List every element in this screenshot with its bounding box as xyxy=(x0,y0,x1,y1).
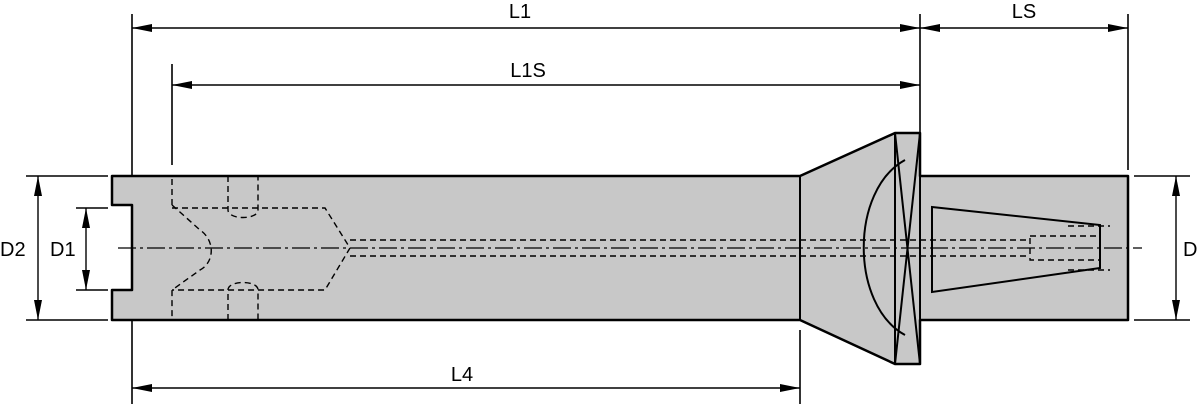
dim-l1-arrow-right xyxy=(900,24,920,32)
dim-d2-arrow-top xyxy=(34,176,42,196)
label-l4: L4 xyxy=(451,364,473,386)
dim-l4-arrow-left xyxy=(132,384,152,392)
dim-ls-arrow-left xyxy=(920,24,940,32)
dim-ls-arrow-right xyxy=(1108,24,1128,32)
label-ls: LS xyxy=(1012,1,1036,23)
label-d2: D2 xyxy=(0,239,26,261)
taper-bore xyxy=(931,205,1101,294)
coolant-channel xyxy=(350,239,1030,257)
dim-l4-arrow-right xyxy=(780,384,800,392)
rear-bore xyxy=(1029,225,1110,271)
dim-d-arrow-bottom xyxy=(1172,300,1180,320)
dim-l1s-arrow-left xyxy=(172,81,192,89)
flange-lens xyxy=(862,159,906,336)
dim-d-arrow-top xyxy=(1172,176,1180,196)
dim-d1-arrow-bottom xyxy=(82,270,90,290)
dim-d1-arrow-top xyxy=(82,208,90,228)
dim-d2-arrow-bottom xyxy=(34,300,42,320)
front-pocket xyxy=(171,176,212,320)
label-l1: L1 xyxy=(509,1,531,23)
dim-l1-arrow-left xyxy=(132,24,152,32)
dim-l1s-arrow-right xyxy=(900,81,920,89)
label-d: D xyxy=(1183,239,1197,261)
label-l1s: L1S xyxy=(510,60,546,82)
side-hole-top xyxy=(227,176,259,219)
side-hole-bottom xyxy=(227,281,259,320)
label-d1: D1 xyxy=(50,239,76,261)
